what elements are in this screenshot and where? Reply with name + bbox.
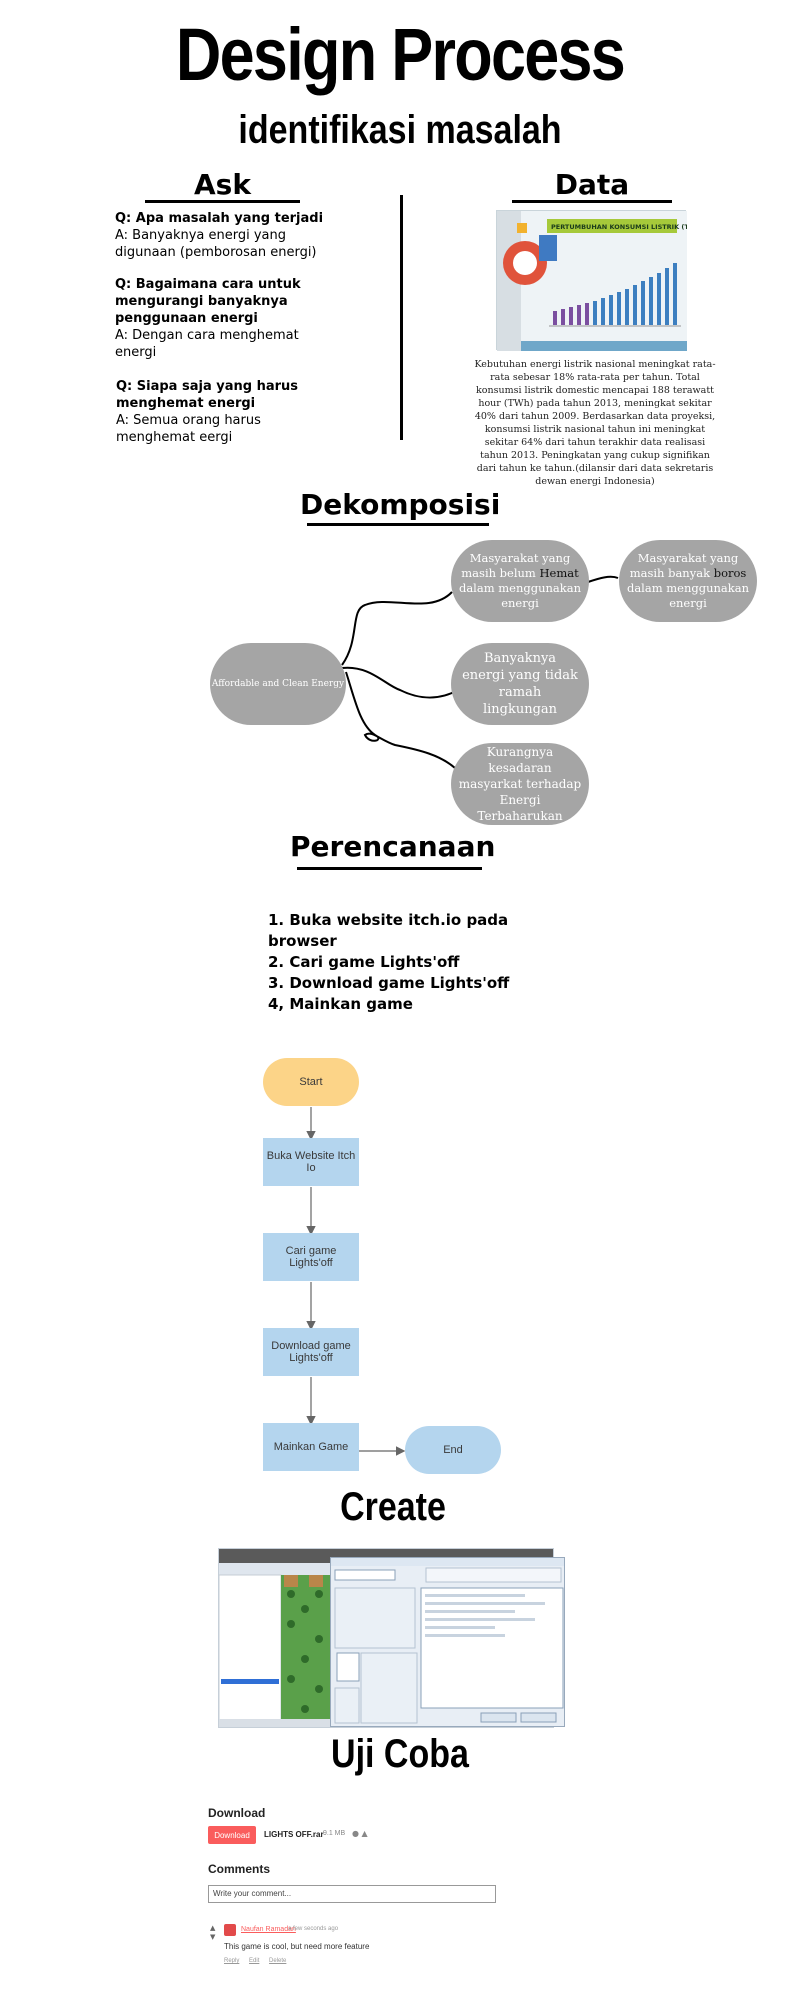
event-dialog-screenshot — [330, 1557, 565, 1727]
ask-item-1: Q: Apa masalah yang terjadi A: Banyaknya… — [115, 210, 335, 261]
node-hemat-label: Masyarakat yang masih belum Hemat dalam … — [457, 551, 583, 611]
commenter-name[interactable]: Naufan Ramadan — [241, 1926, 296, 1933]
download-file-name[interactable]: LIGHTS OFF.rar — [264, 1830, 324, 1839]
page-title: Design Process — [175, 13, 626, 96]
question-text: Q: Apa masalah yang terjadi — [115, 211, 324, 226]
highlight-word: Hemat — [539, 566, 579, 580]
flowchart-end: End — [405, 1426, 501, 1474]
upvote-icon[interactable]: ▲ — [210, 1924, 216, 1932]
dekomposisi-underline — [307, 523, 489, 526]
vertical-divider — [400, 195, 403, 440]
flowchart-step-mainkan: Mainkan Game — [263, 1423, 359, 1471]
decomposition-connectors — [341, 575, 619, 769]
decomposition-node-kesadaran: Kurangnya kesadaran masyarkat terhadap E… — [451, 743, 589, 825]
question-text: Q: Siapa saja yang harus menghemat energ… — [116, 379, 298, 411]
perencanaan-underline — [297, 867, 482, 870]
avatar[interactable] — [224, 1924, 236, 1936]
root-node-label: Affordable and Clean Energy — [211, 679, 345, 689]
flowchart-arrows — [306, 1107, 406, 1456]
node-text: dalam menggunakan energi — [626, 581, 750, 610]
flowchart-step-cari-game: Cari game Lights'off — [263, 1233, 359, 1281]
plan-steps-list: 1. Buka website itch.io pada browser 2. … — [268, 910, 528, 1015]
apple-icon: ● — [352, 1829, 359, 1838]
chart-illustration: PERTUMBUHAN KONSUMSI LISTRIK (TWH) — [497, 211, 704, 351]
create-heading: Create — [340, 1485, 446, 1529]
uji-coba-heading: Uji Coba — [331, 1732, 469, 1776]
reply-link[interactable]: Reply — [224, 1958, 240, 1964]
node-text: Masyarakat yang masih banyak — [629, 551, 739, 580]
node-text: Masyarakat yang masih belum — [461, 551, 571, 580]
comment-timestamp: a few seconds ago — [288, 1926, 339, 1932]
ask-item-3: Q: Siapa saja yang harus menghemat energ… — [116, 378, 316, 446]
answer-text: A: Semua orang harus menghemat eergi — [116, 413, 261, 445]
answer-text: A: Dengan cara menghemat energi — [115, 328, 299, 360]
node-boros-label: Masyarakat yang masih banyak boros dalam… — [625, 551, 751, 611]
page-subtitle: identifikasi masalah — [238, 108, 562, 152]
plan-step: 3. Download game Lights'off — [268, 974, 510, 992]
decomposition-node-boros: Masyarakat yang masih banyak boros dalam… — [619, 540, 757, 622]
comment-text: This game is cool, but need more feature — [224, 1942, 370, 1951]
plan-step: 2. Cari game Lights'off — [268, 953, 460, 971]
decomposition-root-node: Affordable and Clean Energy — [210, 643, 346, 725]
data-heading: Data — [554, 168, 630, 201]
comment-actions: Reply Edit Delete — [224, 1958, 286, 1964]
flowchart-step-download: Download game Lights'off — [263, 1328, 359, 1376]
node-kesadaran-label: Kurangnya kesadaran masyarkat terhadap E… — [458, 745, 582, 823]
platform-icons: ● ▲ — [352, 1829, 368, 1838]
answer-text: A: Banyaknya energi yang digunaan (pembo… — [115, 228, 317, 260]
vote-controls[interactable]: ▲ ▼ — [210, 1924, 215, 1942]
highlight-word: boros — [713, 566, 747, 580]
perencanaan-heading: Perencanaan — [290, 830, 496, 863]
download-button[interactable]: Download — [208, 1826, 256, 1844]
ask-underline — [145, 200, 300, 203]
node-energi-label: Banyaknya energi yang tidak ramah lingku… — [462, 651, 578, 717]
question-text: Q: Bagaimana cara untuk mengurangi banya… — [115, 277, 301, 326]
plan-step: 4, Mainkan game — [268, 995, 413, 1013]
comments-section-label: Comments — [208, 1862, 271, 1876]
edit-link[interactable]: Edit — [249, 1958, 260, 1964]
node-text: dalam menggunakan energi — [458, 581, 582, 610]
dialog-illustration — [331, 1558, 564, 1724]
decomposition-node-hemat: Masyarakat yang masih belum Hemat dalam … — [451, 540, 589, 622]
downvote-icon[interactable]: ▼ — [210, 1933, 216, 1941]
flowchart-start: Start — [263, 1058, 359, 1106]
android-icon: ▲ — [361, 1829, 368, 1838]
dekomposisi-heading: Dekomposisi — [300, 488, 501, 521]
ask-heading: Ask — [194, 168, 251, 201]
decomposition-node-energi: Banyaknya energi yang tidak ramah lingku… — [451, 643, 589, 725]
data-underline — [512, 200, 672, 203]
download-section-label: Download — [208, 1806, 266, 1820]
chart-title-text: PERTUMBUHAN KONSUMSI LISTRIK (TWH) — [551, 223, 687, 231]
plan-step: 1. Buka website itch.io pada browser — [268, 911, 509, 950]
ask-item-2: Q: Bagaimana cara untuk mengurangi banya… — [115, 276, 315, 361]
comment-input[interactable]: Write your comment... — [208, 1885, 496, 1903]
data-description: Kebutuhan energi listrik nasional mening… — [474, 359, 716, 487]
delete-link[interactable]: Delete — [269, 1958, 287, 1964]
electricity-consumption-chart-image: PERTUMBUHAN KONSUMSI LISTRIK (TWH) — [496, 210, 704, 351]
download-file-size: 9.1 MB — [323, 1830, 346, 1837]
flowchart-step-buka-website: Buka Website Itch Io — [263, 1138, 359, 1186]
